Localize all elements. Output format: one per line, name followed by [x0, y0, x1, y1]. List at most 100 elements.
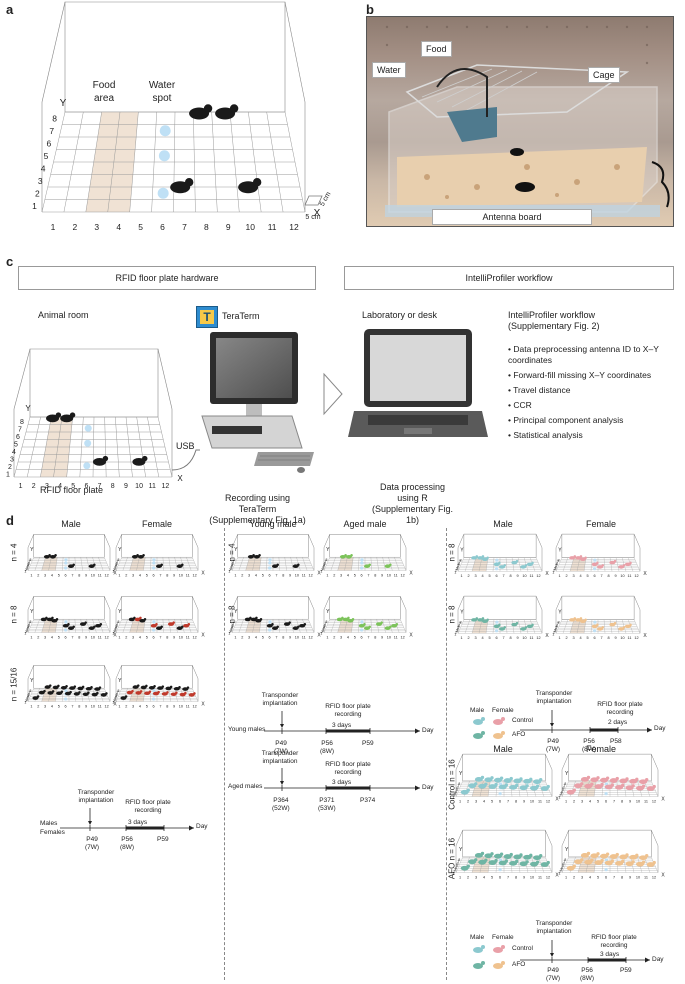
legend1-control-male-body	[473, 719, 483, 725]
mouse-body	[94, 687, 101, 691]
mouse-body	[131, 554, 138, 559]
y-tick-label: 2	[453, 870, 455, 874]
water-spot	[604, 792, 608, 796]
mouse-body	[503, 778, 512, 783]
x-tick-label: 10	[522, 574, 526, 578]
legend2-afo-male-body	[473, 963, 483, 969]
x-tick-label: 7	[275, 636, 277, 640]
t4-line	[520, 710, 652, 733]
x-tick-label: 12	[634, 636, 638, 640]
mouse-body	[67, 626, 74, 631]
cage-photo	[366, 16, 674, 227]
mouse-body	[530, 785, 539, 791]
y-axis-label: Y	[60, 98, 67, 109]
mouse-body	[540, 862, 549, 867]
mouse-head	[178, 686, 181, 689]
y-tick-label: 4	[230, 565, 232, 569]
y-tick-label: 6	[556, 624, 558, 628]
y-tick-label: 4	[455, 790, 457, 794]
y-tick-label: 3	[456, 629, 458, 633]
x-tick-label: 7	[159, 574, 161, 578]
legend1-afo-female-head	[501, 731, 505, 735]
laptop-icon	[348, 329, 488, 437]
chevron-right-icon	[323, 372, 343, 416]
t3-implant: Transponder implantation	[261, 750, 299, 765]
x-tick-label: 12	[536, 636, 540, 640]
arena-back-wall	[329, 534, 401, 558]
x-tick-label: 11	[538, 800, 542, 804]
x-tick-label: 4	[139, 705, 141, 709]
water-spot	[268, 558, 272, 562]
x-tick-label: 8	[166, 574, 168, 578]
water-spot-label-2: spot	[153, 93, 172, 104]
t1-p2w-val: (8W)	[120, 844, 135, 851]
x-tick-label: 6	[269, 574, 271, 578]
arena-edge	[308, 534, 315, 548]
x-tick-label: 8	[204, 222, 209, 232]
label-usb: USB	[176, 441, 195, 451]
y-axis-label: Y	[565, 771, 569, 777]
mouse-head	[596, 852, 600, 856]
mouse-head	[341, 616, 344, 620]
x-tick-label: 11	[644, 876, 648, 880]
recording-line-2: TeraTerm	[238, 504, 277, 514]
mouse-body	[266, 623, 273, 628]
mouse-body	[584, 859, 593, 865]
x-tick-label: 3	[475, 800, 477, 804]
y-tick-label: 7	[457, 784, 459, 788]
mouse-body	[250, 617, 257, 622]
x-tick-label: 7	[613, 800, 615, 804]
mouse-head	[297, 563, 300, 566]
legend1-control-female-head	[501, 717, 505, 721]
t5-day: Day	[652, 956, 664, 963]
x-tick-label: 5	[146, 574, 148, 578]
y-tick-label: 7	[459, 560, 461, 564]
y-tick-label: 2	[229, 630, 231, 634]
y-tick-label: 7	[557, 560, 559, 564]
mouse-body	[167, 622, 174, 626]
y-tick-label: 4	[114, 627, 116, 631]
x-tick-label: 3	[44, 574, 46, 578]
y-tick-label: 5	[115, 694, 117, 698]
y-tick-label: 6	[563, 862, 565, 866]
mouse-head	[615, 852, 619, 857]
legend1-control: Control	[512, 717, 533, 724]
label-water: Water	[372, 62, 406, 78]
mouse-body	[503, 854, 512, 859]
x-tick-label: 1	[460, 574, 462, 578]
y-tick-label: 7	[117, 560, 119, 564]
mouse-body	[188, 693, 195, 697]
x-tick-label: 9	[173, 705, 175, 709]
water-spot	[64, 620, 68, 624]
x-tick-label: 10	[91, 574, 95, 578]
x-tick-label: 10	[91, 636, 95, 640]
x-tick-label: 3	[45, 483, 49, 490]
x-tick-label: 6	[153, 574, 155, 578]
mouse-body	[60, 414, 74, 423]
arena-back-wall	[463, 533, 537, 558]
mouse-head	[529, 777, 533, 782]
mouse-body	[625, 785, 634, 791]
mouse-body	[40, 617, 47, 622]
arena-edge	[545, 754, 553, 770]
y-tick-label: 3	[322, 628, 324, 632]
arena-back-wall	[237, 596, 309, 620]
x-tick-label: 5	[491, 876, 493, 880]
y-tick-label: 2	[455, 631, 457, 635]
mouse-body	[88, 626, 95, 631]
mouse-head	[87, 691, 90, 695]
y-tick-label: 1	[558, 796, 560, 800]
y-tick-label: 3	[560, 868, 562, 872]
x-tick-label: 10	[135, 483, 143, 490]
y-tick-label: 7	[563, 784, 565, 788]
arena-edge	[457, 596, 465, 610]
x-tick-label: 7	[600, 636, 602, 640]
mouse-body	[498, 784, 507, 790]
x-tick-label: 11	[186, 636, 190, 640]
x-tick-label: 10	[245, 222, 255, 232]
legend1-female: Female	[492, 707, 514, 714]
x-tick-label: 7	[98, 483, 102, 490]
mouse-body	[493, 853, 502, 859]
y-tick-label: 7	[18, 426, 22, 433]
t5-p1-val: P49	[547, 967, 559, 974]
